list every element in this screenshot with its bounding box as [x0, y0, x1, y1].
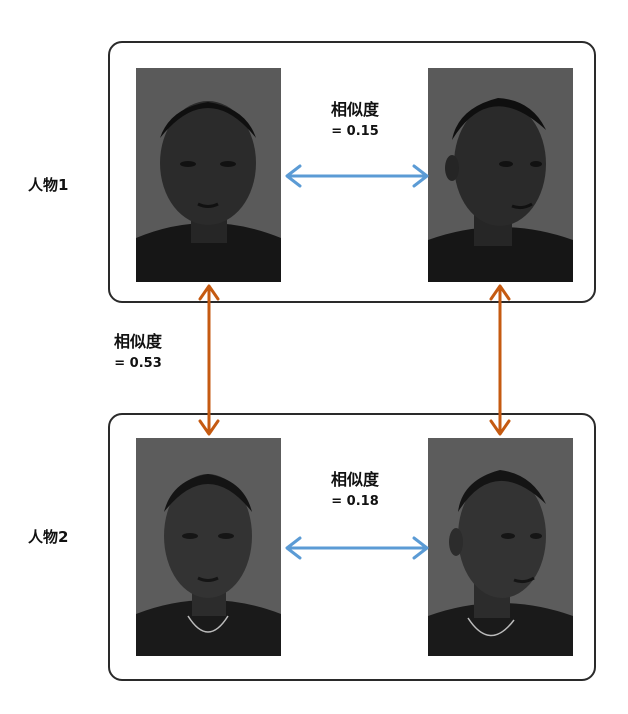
- person2-similarity-value: = 0.18: [331, 494, 379, 509]
- person1-profile-photo: [428, 68, 573, 282]
- person2-similarity-label: 相似度: [330, 470, 379, 489]
- person2-label: 人物2: [28, 528, 69, 546]
- cross-similarity-label: 相似度: [113, 332, 162, 351]
- person1-similarity-label: 相似度: [330, 100, 379, 119]
- cross-similarity: 相似度 = 0.53: [78, 328, 198, 371]
- person1-label: 人物1: [28, 176, 69, 194]
- person1-frontal-photo: [136, 68, 281, 282]
- left-vertical-arrow: [198, 284, 220, 436]
- person1-similarity-value: = 0.15: [331, 124, 379, 139]
- person1-similarity: 相似度 = 0.15: [295, 96, 415, 139]
- person2-profile-photo: [428, 438, 573, 656]
- person2-similarity: 相似度 = 0.18: [295, 466, 415, 509]
- cross-similarity-value: = 0.53: [114, 356, 162, 371]
- right-vertical-arrow: [489, 284, 511, 436]
- person2-frontal-photo: [136, 438, 281, 656]
